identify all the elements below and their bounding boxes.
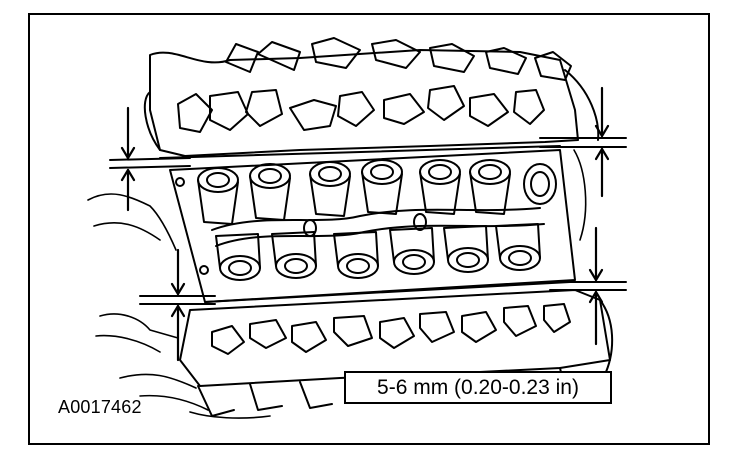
gap-specification-label: 5-6 mm (0.20-0.23 in): [344, 371, 612, 404]
upper-deck-line: [159, 145, 561, 159]
arrow-icon: [120, 106, 186, 362]
upper-gap-line: [109, 157, 191, 161]
lower-deck-line: [204, 281, 571, 303]
engine-outline-lines: [87, 149, 587, 419]
camshaft-assembly: [169, 149, 576, 303]
lower-cylinder-head: [179, 289, 614, 417]
upper-cylinder-head: [143, 37, 600, 157]
arrow-icon: [588, 86, 610, 346]
figure-id-label: A0017462: [58, 397, 142, 417]
upper-gap-line-2: [109, 165, 191, 169]
